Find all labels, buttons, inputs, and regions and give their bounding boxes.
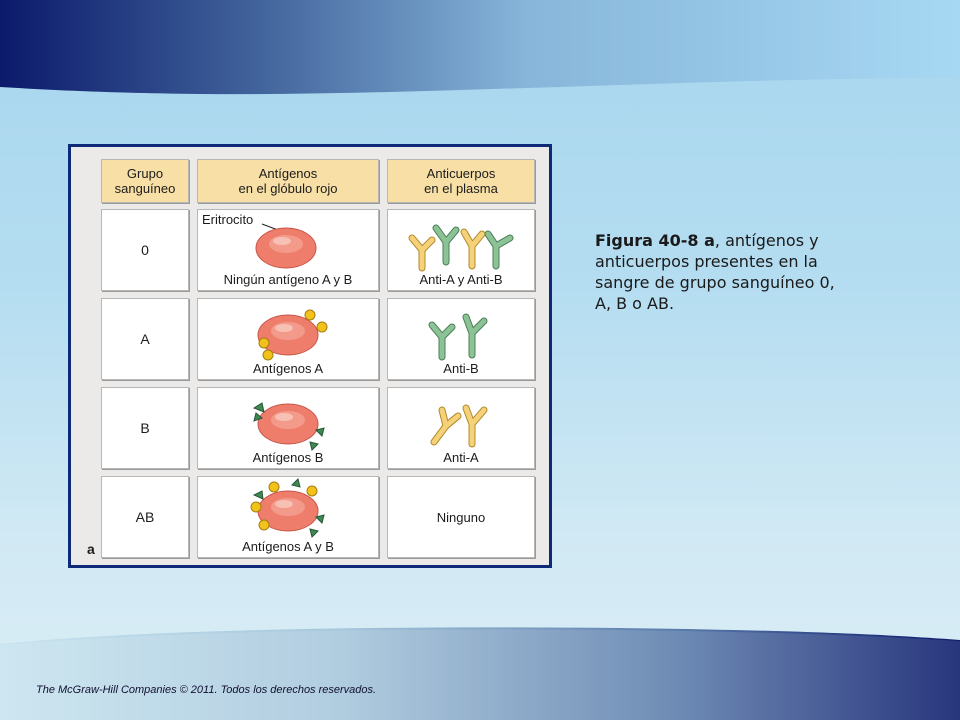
group-cell-ab: AB bbox=[101, 476, 189, 558]
erythrocyte-icon bbox=[255, 223, 317, 269]
anti-a-anti-b-antibodies-icon bbox=[408, 224, 514, 272]
anti-b-antibodies-icon bbox=[428, 313, 488, 361]
anti-a-antibodies-icon bbox=[430, 404, 488, 448]
bottom-band bbox=[0, 627, 960, 720]
top-band bbox=[0, 0, 960, 95]
antigen-cell-ab: Antígenos A y B bbox=[197, 476, 379, 558]
copyright-footer: The McGraw-Hill Companies © 2011. Todos … bbox=[36, 684, 377, 696]
panel-letter: a bbox=[87, 541, 95, 557]
antibody-caption-ab: Ninguno bbox=[436, 509, 486, 525]
erythrocyte-antigen-ab-icon bbox=[250, 478, 325, 538]
group-cell-a: A bbox=[101, 298, 189, 380]
caption-title: Figura 40-8 a bbox=[595, 231, 715, 250]
antibody-cell-b: Anti-A bbox=[387, 387, 535, 469]
antibody-caption-b: Anti-A bbox=[443, 450, 479, 465]
antigen-cell-a: Antígenos A bbox=[197, 298, 379, 380]
group-cell-b: B bbox=[101, 387, 189, 469]
antibody-caption-0: Anti-A y Anti-B bbox=[419, 272, 503, 287]
antibody-caption-a: Anti-B bbox=[443, 361, 479, 376]
antigen-caption-a: Antígenos A bbox=[252, 361, 324, 376]
eritrocito-label: Eritrocito bbox=[202, 212, 254, 227]
antigen-caption-0: Ningún antígeno A y B bbox=[223, 272, 353, 287]
antibody-cell-a: Anti-B bbox=[387, 298, 535, 380]
figure-caption: Figura 40-8 a, antígenos y anticuerpos p… bbox=[595, 230, 855, 314]
antigen-caption-b: Antígenos B bbox=[252, 450, 324, 465]
antibody-cell-ab: Ninguno bbox=[387, 476, 535, 558]
antigen-cell-0: Eritrocito Ningún antígeno A y B bbox=[197, 209, 379, 291]
antigen-caption-ab: Antígenos A y B bbox=[242, 539, 334, 554]
antigen-cell-b: Antígenos B bbox=[197, 387, 379, 469]
caption-text: , antígenos y anticuerpos presentes en l… bbox=[595, 231, 835, 313]
antibody-cell-0: Anti-A y Anti-B bbox=[387, 209, 535, 291]
erythrocyte-antigen-a-icon bbox=[257, 309, 328, 361]
erythrocyte-antigen-b-icon bbox=[252, 402, 325, 451]
group-cell-0: 0 bbox=[101, 209, 189, 291]
